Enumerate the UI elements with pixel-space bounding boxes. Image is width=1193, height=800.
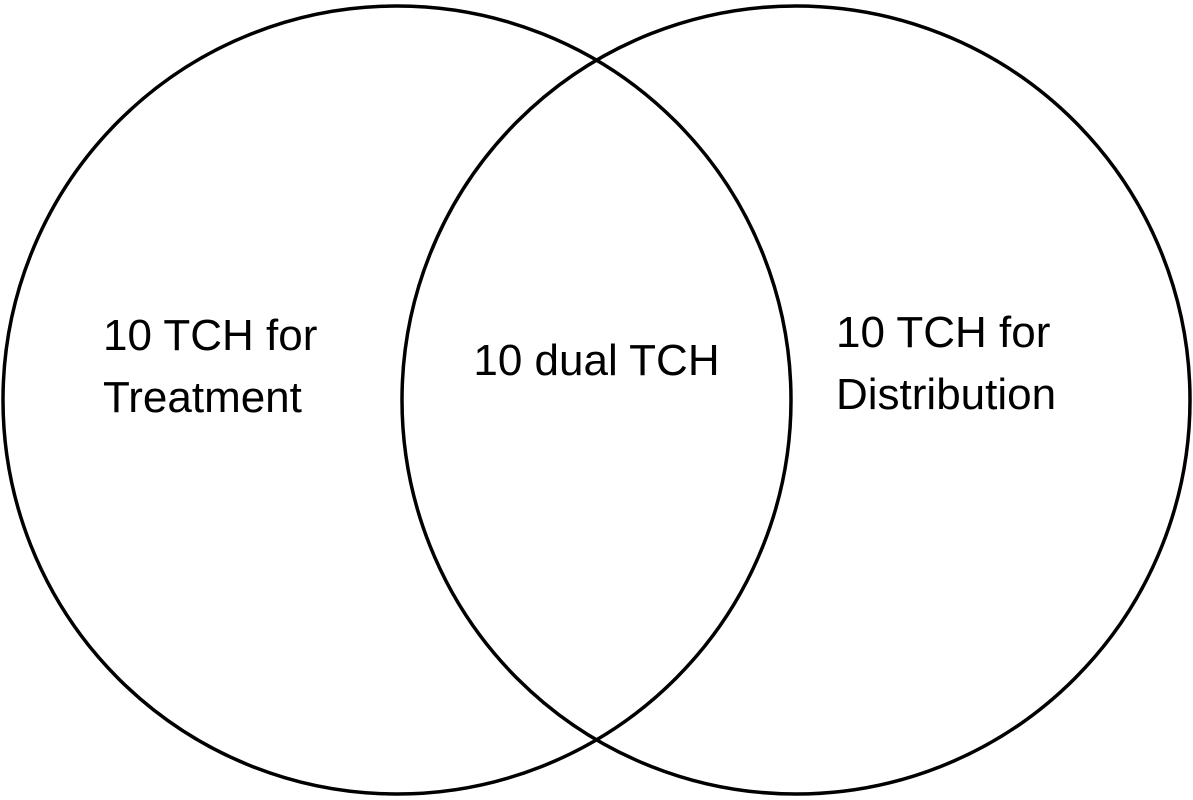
left-set-label: 10 TCH for Treatment: [103, 305, 317, 429]
left-set-label-line1: 10 TCH for: [103, 311, 318, 360]
right-set-label-line1: 10 TCH for: [836, 308, 1051, 357]
left-set-label-line2: Treatment: [103, 373, 302, 422]
right-set-label-line2: Distribution: [836, 370, 1057, 419]
overlap-label-text: 10 dual TCH: [473, 336, 720, 385]
right-circle: [400, 4, 1192, 796]
overlap-label: 10 dual TCH: [446, 330, 747, 392]
right-set-label: 10 TCH for Distribution: [836, 302, 1056, 426]
left-circle: [1, 4, 793, 796]
